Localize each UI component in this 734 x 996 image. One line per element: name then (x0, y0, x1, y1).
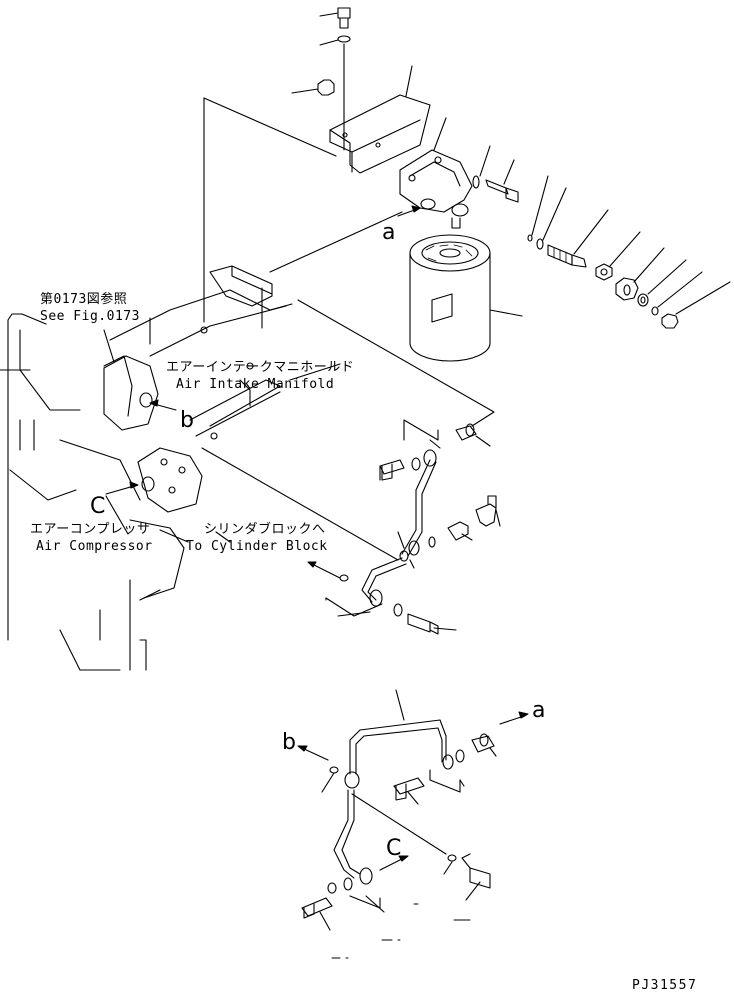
callout-c-top: C (90, 494, 106, 519)
sensor-adapter (596, 232, 640, 280)
end-nut (662, 282, 730, 328)
eye-bolt-top (380, 460, 404, 480)
bottom-eye-bolt (394, 778, 424, 804)
sensor-fitting (548, 210, 608, 267)
adapter-nut (616, 248, 664, 300)
reference-lines (202, 98, 494, 560)
connector-fitting (456, 424, 490, 446)
o-ring (537, 188, 566, 249)
bottom-bolt-left (302, 898, 332, 930)
filter-head-bolt (486, 160, 518, 202)
tee-fitting (476, 496, 500, 526)
washer-cylinder (340, 575, 348, 581)
air-compressor (104, 356, 202, 512)
label-leaders (104, 330, 340, 542)
fuel-filter-cartridge (410, 235, 522, 361)
fuel-pipe-middle (362, 460, 436, 602)
intake-manifold-label-jp: エアーインテークマニホールド (166, 360, 355, 375)
arrow-c-top (106, 482, 138, 494)
nipple-fitting (448, 522, 472, 540)
o-ring-small (528, 176, 548, 241)
banjo-top (404, 420, 440, 470)
cylinder-block-label-jp: シリンダブロックへ (204, 522, 326, 537)
arrow-c-bottom (380, 856, 408, 870)
callout-a-top: a (382, 220, 396, 245)
arrow-b-top (150, 400, 176, 410)
adapter-washer (638, 260, 686, 306)
air-compressor-label-en: Air Compressor (36, 539, 153, 554)
fragment-marks (332, 904, 470, 958)
arrow-to-cylinder-block (308, 562, 340, 578)
bottom-washers-a (430, 750, 464, 792)
callout-b-top: b (180, 408, 195, 433)
cylinder-block-label-en: To Cylinder Block (186, 539, 328, 554)
engine-block (0, 314, 184, 670)
arrow-a-top (398, 206, 420, 216)
bottom-washer-b (322, 767, 446, 854)
callout-a-bottom: a (532, 698, 546, 723)
pipe-lower-washers (326, 590, 402, 616)
top-washer (320, 36, 350, 45)
banjo-bottom (398, 532, 435, 568)
callout-b-bottom: b (282, 730, 297, 755)
top-nut (292, 80, 334, 95)
eye-bolt-lower (408, 614, 456, 634)
filter-head-washer (473, 146, 490, 188)
filter-head (400, 118, 472, 228)
fuel-pipe-bottom (334, 690, 446, 878)
arrow-b-bottom (298, 746, 328, 760)
reference-figure-label-jp: 第0173図参照 (40, 292, 128, 307)
mounting-bracket (330, 66, 430, 173)
top-bolt (320, 8, 350, 28)
intake-manifold-label-en: Air Intake Manifold (176, 377, 335, 392)
bottom-washers-c (328, 868, 384, 912)
air-compressor-label-jp: エアーコンプレッサ (30, 522, 151, 537)
reference-figure-label-en: See Fig.0173 (40, 309, 140, 324)
air-intake-manifold (104, 266, 292, 439)
drawing-number: PJ31557 (632, 978, 698, 993)
bottom-connector (472, 734, 496, 756)
callout-c-bottom: C (386, 836, 402, 861)
adapter-small-washer (652, 272, 702, 315)
arrow-a-bottom (500, 712, 528, 724)
bottom-bolt-right (444, 854, 490, 900)
